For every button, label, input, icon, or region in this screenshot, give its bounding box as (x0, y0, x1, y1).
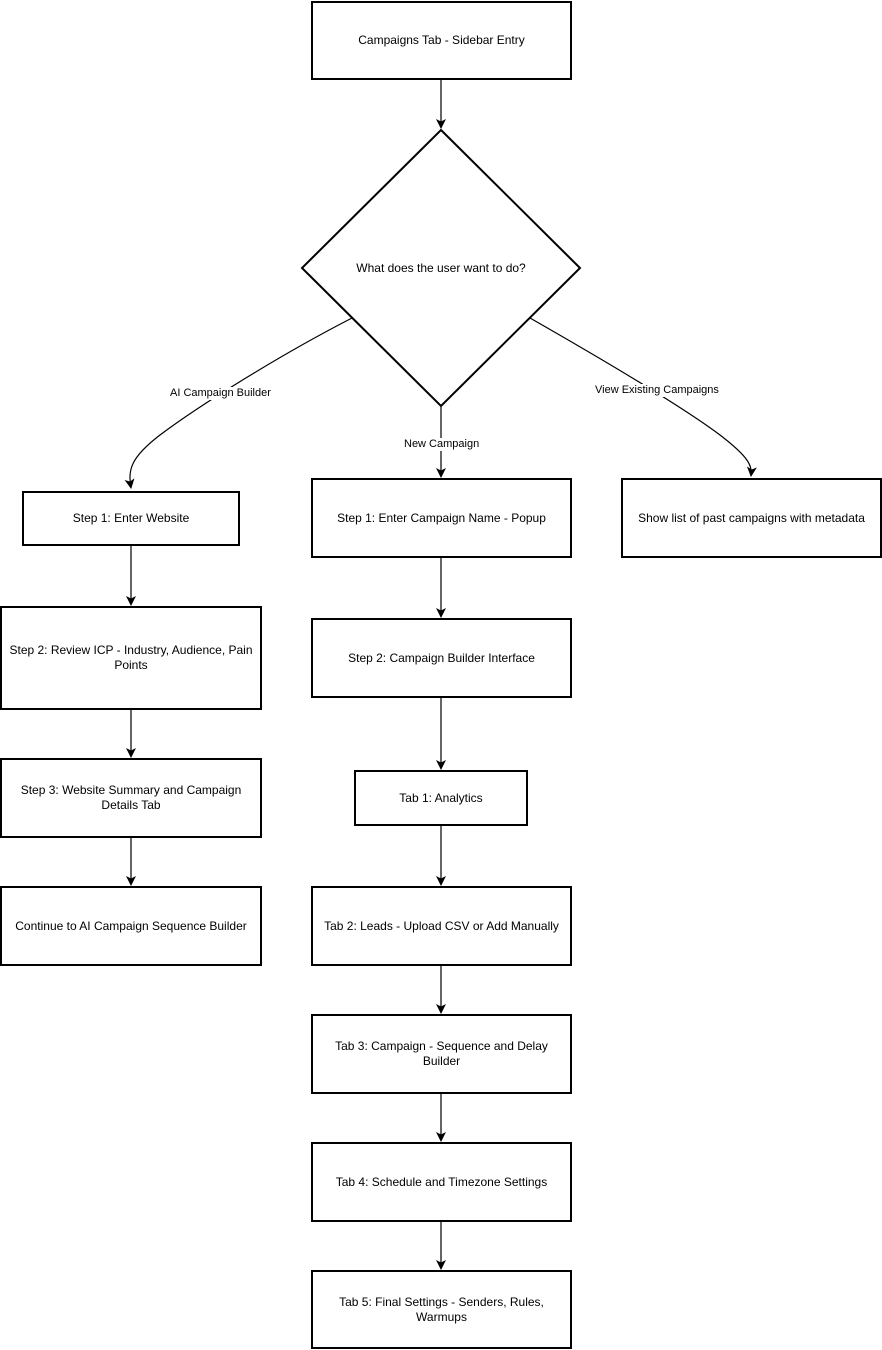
tab2-label: Tab 2: Leads - Upload CSV or Add Manuall… (324, 918, 559, 933)
tab4-label: Tab 4: Schedule and Timezone Settings (335, 1174, 548, 1189)
start-node: Campaigns Tab - Sidebar Entry (311, 1, 572, 80)
tab2-node: Tab 2: Leads - Upload CSV or Add Manuall… (311, 886, 572, 966)
edge-decision-to-ai-step1 (124, 317, 353, 489)
ai-step4-label: Continue to AI Campaign Sequence Builder (15, 918, 247, 933)
edge-label-view-existing: View Existing Campaigns (594, 384, 720, 397)
tab1-node: Tab 1: Analytics (354, 770, 528, 826)
tab3-node: Tab 3: Campaign - Sequence and Delay Bui… (311, 1014, 572, 1094)
new-step1-label: Step 1: Enter Campaign Name - Popup (337, 510, 546, 525)
tab1-label: Tab 1: Analytics (399, 790, 483, 805)
tab5-label: Tab 5: Final Settings - Senders, Rules, … (339, 1294, 544, 1324)
ai-step2-node: Step 2: Review ICP - Industry, Audience,… (0, 606, 262, 710)
view-list-node: Show list of past campaigns with metadat… (621, 478, 882, 558)
start-node-label: Campaigns Tab - Sidebar Entry (358, 33, 525, 47)
edge-label-ai-campaign-builder: AI Campaign Builder (169, 387, 272, 400)
new-step2-node: Step 2: Campaign Builder Interface (311, 618, 572, 698)
new-step2-label: Step 2: Campaign Builder Interface (348, 650, 535, 665)
ai-step3-label: Step 3: Website Summary and Campaign Det… (20, 783, 242, 812)
edge-label-new-campaign: New Campaign (403, 438, 481, 451)
decision-label: What does the user want to do? (356, 261, 526, 275)
ai-step2-label: Step 2: Review ICP - Industry, Audience,… (9, 643, 253, 672)
ai-step1-label: Step 1: Enter Website (72, 511, 190, 525)
tab3-label: Tab 3: Campaign - Sequence and Delay Bui… (335, 1039, 548, 1068)
edge-decision-to-view-list (529, 317, 757, 477)
view-list-label: Show list of past campaigns with metadat… (638, 510, 865, 525)
new-step1-node: Step 1: Enter Campaign Name - Popup (311, 478, 572, 558)
tab5-node: Tab 5: Final Settings - Senders, Rules, … (311, 1270, 572, 1349)
ai-step4-node: Continue to AI Campaign Sequence Builder (0, 886, 262, 966)
ai-step1-node: Step 1: Enter Website (22, 491, 240, 546)
ai-step3-node: Step 3: Website Summary and Campaign Det… (0, 758, 262, 838)
tab4-node: Tab 4: Schedule and Timezone Settings (311, 1142, 572, 1222)
